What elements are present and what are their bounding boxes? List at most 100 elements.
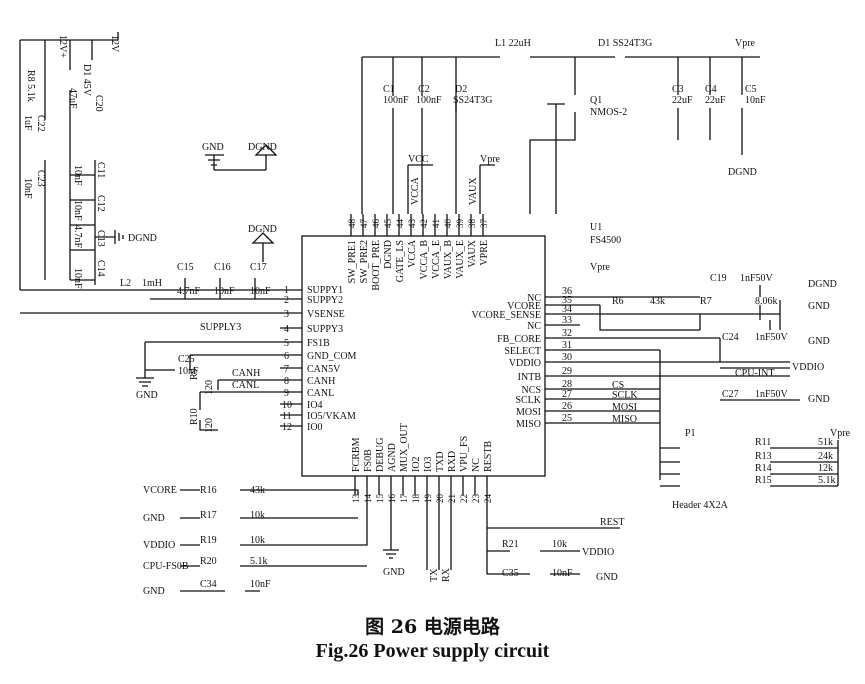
- pin-name-25: MISO: [516, 419, 541, 430]
- label-r19: R19: [200, 535, 217, 546]
- label-tx: TX: [429, 568, 440, 582]
- pin-num-19: 19: [423, 494, 433, 504]
- label-c14-val: 10nF: [72, 268, 83, 289]
- pin-name-9: CANL: [307, 388, 334, 399]
- label-gnd-agnd: GND: [383, 567, 405, 578]
- label-c3-val: 22uF: [672, 95, 693, 106]
- pin-num-35: 35: [562, 295, 572, 306]
- pin-num-5: 5: [284, 338, 289, 349]
- label-r15: R15: [755, 475, 772, 486]
- label-gnd-c25: GND: [136, 390, 158, 401]
- label-c5: C5: [745, 84, 757, 95]
- pin-name-22: VPU_FS: [459, 436, 470, 472]
- pin-num-22: 22: [459, 494, 469, 503]
- pin-name-43: VCCA: [407, 239, 418, 268]
- label-dgnd-sym: DGND: [248, 142, 277, 153]
- pin-num-27: 27: [562, 389, 572, 400]
- label-c4-val: 22uF: [705, 95, 726, 106]
- pin-num-26: 26: [562, 401, 572, 412]
- pin-name-30: VDDIO: [509, 358, 541, 369]
- label-r17: R17: [200, 510, 217, 521]
- pin-num-7: 7: [284, 364, 289, 375]
- label-c24-val: 1nF50V: [755, 332, 789, 343]
- label-r10-val: 120: [204, 418, 215, 433]
- label-c34-val: 10nF: [250, 579, 271, 590]
- label-r21: R21: [502, 539, 519, 550]
- label-vcc: VCC: [408, 154, 429, 165]
- pin-name-21: RXD: [447, 451, 458, 472]
- label-r16-val: 43k: [250, 485, 265, 496]
- label-rest: REST: [600, 517, 624, 528]
- pin-num-17: 17: [399, 494, 409, 504]
- pin-num-44: 44: [395, 219, 405, 229]
- pin-name-26: MOSI: [516, 407, 541, 418]
- label-c23: C23: [35, 170, 46, 187]
- pin-name-7: CAN5V: [307, 364, 341, 375]
- label-c19-val: 1nF50V: [740, 273, 774, 284]
- pin-name-34: VCORE_SENSE: [472, 310, 541, 321]
- label-cpu-fs0b: CPU-FS0B: [143, 561, 189, 572]
- label-p1: P1: [685, 428, 696, 439]
- pin-num-4: 4: [284, 324, 289, 335]
- pin-num-14: 14: [363, 494, 373, 504]
- label-vddio-r: VDDIO: [792, 362, 824, 373]
- label-r13: R13: [755, 451, 772, 462]
- pin-num-39: 39: [455, 219, 465, 229]
- label-c35: C35: [502, 568, 519, 579]
- pin-num-15: 15: [375, 494, 385, 504]
- pin-name-39: VAUX_E: [455, 240, 466, 279]
- label-r14-val: 12k: [818, 463, 833, 474]
- label-dgnd-c19: DGND: [808, 279, 837, 290]
- pin-name-8: CANH: [307, 376, 335, 387]
- label-c15: C15: [177, 262, 194, 273]
- label-r9: R9: [189, 368, 200, 380]
- label-rail-12v-plus: 12V+: [57, 35, 68, 58]
- label-c3: C3: [672, 84, 684, 95]
- label-gnd-c24: GND: [808, 336, 830, 347]
- pin-num-36: 36: [562, 286, 572, 297]
- ic-part: FS4500: [590, 235, 621, 246]
- label-r20: R20: [200, 556, 217, 567]
- label-c13: C13: [95, 230, 106, 247]
- label-rail-12v: 12V: [109, 35, 120, 53]
- pin-num-43: 43: [407, 219, 417, 229]
- pin-num-29: 29: [562, 366, 572, 377]
- pin-num-40: 40: [443, 219, 453, 229]
- label-r19-val: 10k: [250, 535, 265, 546]
- pin-num-3: 3: [284, 309, 289, 320]
- label-l2-val: 1mH: [142, 278, 162, 289]
- pin-name-4: SUPPY3: [307, 324, 343, 335]
- label-supply3: SUPPLY3: [200, 322, 241, 333]
- pin-name-28: NCS: [522, 385, 541, 396]
- label-vcca: VCCA: [410, 176, 421, 205]
- pin-num-21: 21: [447, 494, 457, 503]
- label-vddio-b: VDDIO: [143, 540, 175, 551]
- pin-num-1: 1: [284, 285, 289, 296]
- pin-num-45: 45: [383, 219, 393, 229]
- label-r9-val: 120: [204, 380, 215, 395]
- pin-num-10: 10: [282, 400, 292, 411]
- label-gnd-sym: GND: [202, 142, 224, 153]
- pin-num-13: 13: [351, 494, 361, 504]
- pin-name-15: DEBUG: [375, 438, 386, 472]
- pin-name-44: GATE_LS: [395, 240, 406, 282]
- label-c2-val: 100nF: [416, 95, 442, 106]
- figure-caption-cn: 图 26 电源电路: [365, 616, 500, 638]
- pin-num-16: 16: [387, 494, 397, 504]
- pin-num-46: 46: [371, 219, 381, 229]
- pin-name-47: SW_PRE2: [359, 240, 370, 283]
- label-dgnd-right: DGND: [728, 167, 757, 178]
- label-q1-val: NMOS-2: [590, 107, 627, 118]
- pin-name-3: VSENSE: [307, 309, 345, 320]
- label-r6-val: 43k: [650, 296, 665, 307]
- pin-num-33: 33: [562, 315, 572, 326]
- label-r14: R14: [755, 463, 772, 474]
- pin-num-48: 48: [347, 219, 357, 229]
- pin-num-34: 34: [562, 304, 572, 315]
- label-r8: R8 5.1k: [25, 70, 36, 102]
- label-c12: C12: [95, 195, 106, 212]
- label-r13-val: 24k: [818, 451, 833, 462]
- label-c16-val: 10nF: [214, 286, 235, 297]
- label-q1: Q1: [590, 95, 602, 106]
- pin-name-12: IO0: [307, 422, 323, 433]
